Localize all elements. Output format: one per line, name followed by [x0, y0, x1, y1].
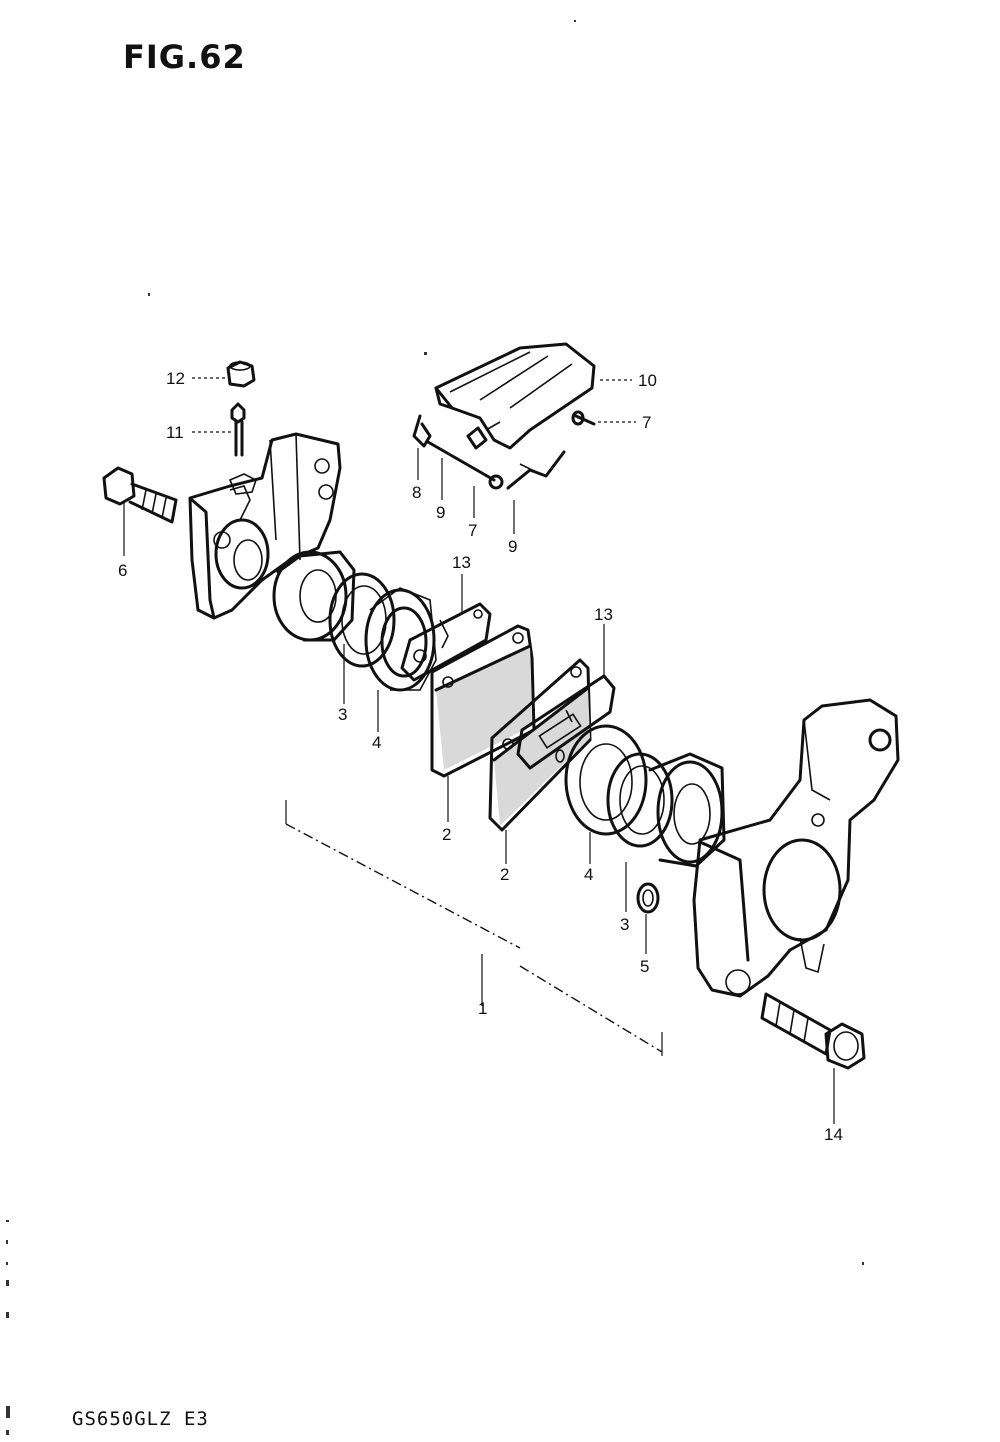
callout-3-left: 3 — [338, 705, 347, 724]
model-code: GS650GLZ E3 — [72, 1408, 209, 1430]
part-14-bolt — [760, 992, 866, 1070]
piston-seal-right — [606, 752, 674, 848]
callout-4-right: 4 — [584, 865, 593, 884]
callout-8: 8 — [412, 483, 421, 502]
callout-9-right: 9 — [508, 537, 517, 556]
part-7-pin-upper — [571, 410, 596, 426]
callout-9-left: 9 — [436, 503, 445, 522]
part-7-pad-pin — [426, 440, 504, 490]
part-5-washer — [636, 882, 660, 914]
callout-3-right: 3 — [620, 915, 629, 934]
part-8-clip — [412, 414, 432, 448]
caliper-housing-right — [692, 698, 900, 998]
assembly-bracket-part-1 — [285, 800, 663, 1056]
part-13-shim-left — [400, 602, 492, 682]
leader-lines — [123, 377, 835, 1124]
part-6-mounting-bolt — [102, 466, 178, 524]
part-4-dust-boot-left — [364, 587, 437, 692]
part-10-pad-cover — [434, 342, 596, 450]
part-9-spring-a — [466, 421, 501, 450]
callout-6: 6 — [118, 561, 127, 580]
callout-11: 11 — [166, 423, 184, 442]
callout-2-right: 2 — [500, 865, 509, 884]
callout-1: 1 — [478, 999, 487, 1018]
callout-4-left: 4 — [372, 733, 381, 752]
callout-2-left: 2 — [442, 825, 451, 844]
part-3-piston-right — [648, 752, 726, 868]
callout-7-lower: 7 — [468, 521, 477, 540]
scan-marks — [6, 20, 864, 1435]
callout-13-right: 13 — [594, 605, 613, 624]
figure-title: FIG.62 — [123, 38, 246, 76]
callout-12: 12 — [166, 369, 185, 388]
part-4-dust-boot-right — [555, 724, 648, 836]
part-2-brake-pad-left — [430, 624, 536, 778]
callout-14: 14 — [824, 1125, 843, 1144]
part-11-bleeder-screw — [230, 402, 246, 457]
part-2-brake-pad-right — [488, 658, 592, 832]
callout-labels: 12 11 6 10 7 8 9 7 9 13 13 3 4 2 2 4 3 5… — [118, 369, 843, 1144]
callout-5: 5 — [640, 957, 649, 976]
callout-10: 10 — [638, 371, 657, 390]
caliper-housing-left — [188, 432, 342, 620]
callout-7-upper: 7 — [642, 413, 651, 432]
part-9-spring-b — [506, 450, 566, 490]
part-12-cap-nut — [226, 360, 256, 388]
callout-13-left: 13 — [452, 553, 471, 572]
